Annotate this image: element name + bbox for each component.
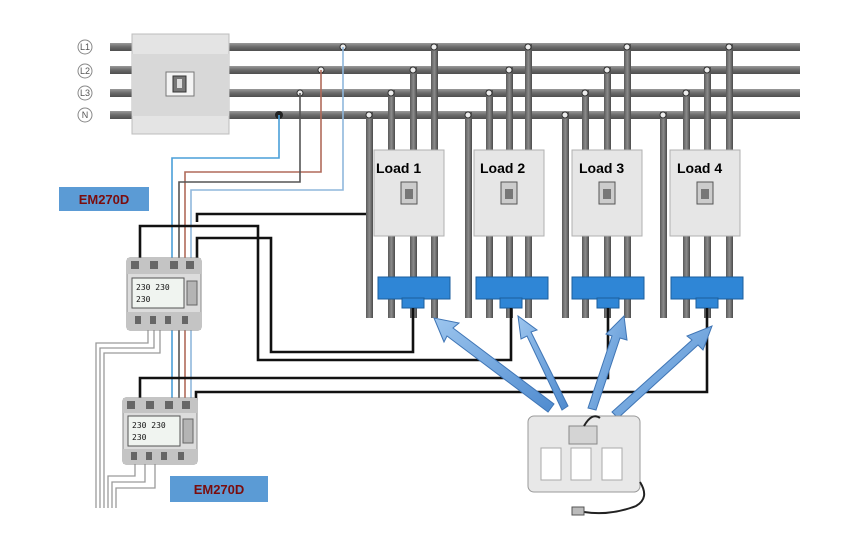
- bus-bar-l3: [110, 89, 800, 97]
- ct-clamp-2: [475, 276, 549, 309]
- load-breaker-1: Load 1: [373, 149, 445, 237]
- bus-bar-n: [110, 111, 800, 119]
- meter-2-display: [127, 415, 181, 447]
- ct-wires: [138, 212, 709, 402]
- arrow-to-ct-1: [433, 317, 555, 413]
- meter-1-display: [131, 277, 185, 309]
- bus-bar-l1: [110, 43, 800, 51]
- meter-2-lcd-row1: 230 230: [132, 421, 166, 430]
- phase-label-l3: L3: [77, 85, 93, 101]
- load-1-label: Load 1: [376, 160, 421, 176]
- meter-2-tag: EM270D: [170, 476, 268, 502]
- svg-text:L3: L3: [80, 88, 90, 98]
- meter-1: 230 230 230: [126, 257, 202, 331]
- load-breakers: Load 1 Load 2 Load 3 Load 4: [373, 149, 741, 237]
- voltage-wires: [171, 47, 344, 405]
- phase-labels: L1 L2 L3 N: [77, 39, 93, 123]
- meter-1-lcd-row2: 230: [136, 295, 151, 304]
- svg-text:L1: L1: [80, 42, 90, 52]
- ct-clamp-3: [571, 276, 645, 309]
- load-breaker-4: Load 4: [669, 149, 741, 237]
- aux-wires: [95, 330, 161, 508]
- arrow-to-ct-2: [517, 314, 569, 411]
- phase-label-l1: L1: [77, 39, 93, 55]
- meter-1-lcd-row1: 230 230: [136, 283, 170, 292]
- meter-2-lcd-row2: 230: [132, 433, 147, 442]
- ct-sensor-connector: [571, 506, 585, 516]
- load-breaker-3: Load 3: [571, 149, 643, 237]
- ct-sensor-cable: [583, 481, 646, 515]
- arrows: [433, 314, 713, 419]
- arrow-to-ct-3: [587, 314, 628, 411]
- bus-bar-l2: [110, 66, 800, 74]
- load-breaker-2: Load 2: [473, 149, 545, 237]
- ct-sensor-block: [527, 415, 646, 516]
- arrow-to-ct-4: [611, 325, 713, 419]
- svg-text:N: N: [82, 110, 89, 120]
- bus-bars: [110, 43, 800, 119]
- main-breaker: [131, 33, 230, 135]
- phase-label-l2: L2: [77, 63, 93, 79]
- phase-label-n: N: [77, 107, 93, 123]
- load-2-label: Load 2: [480, 160, 525, 176]
- meter-1-tag: EM270D: [59, 187, 149, 211]
- bolts: [296, 43, 733, 119]
- svg-text:L2: L2: [80, 66, 90, 76]
- load-3-label: Load 3: [579, 160, 624, 176]
- load-4-label: Load 4: [677, 160, 722, 176]
- ct-clamps: [377, 276, 744, 309]
- meter-2: 230 230 230: [122, 397, 198, 465]
